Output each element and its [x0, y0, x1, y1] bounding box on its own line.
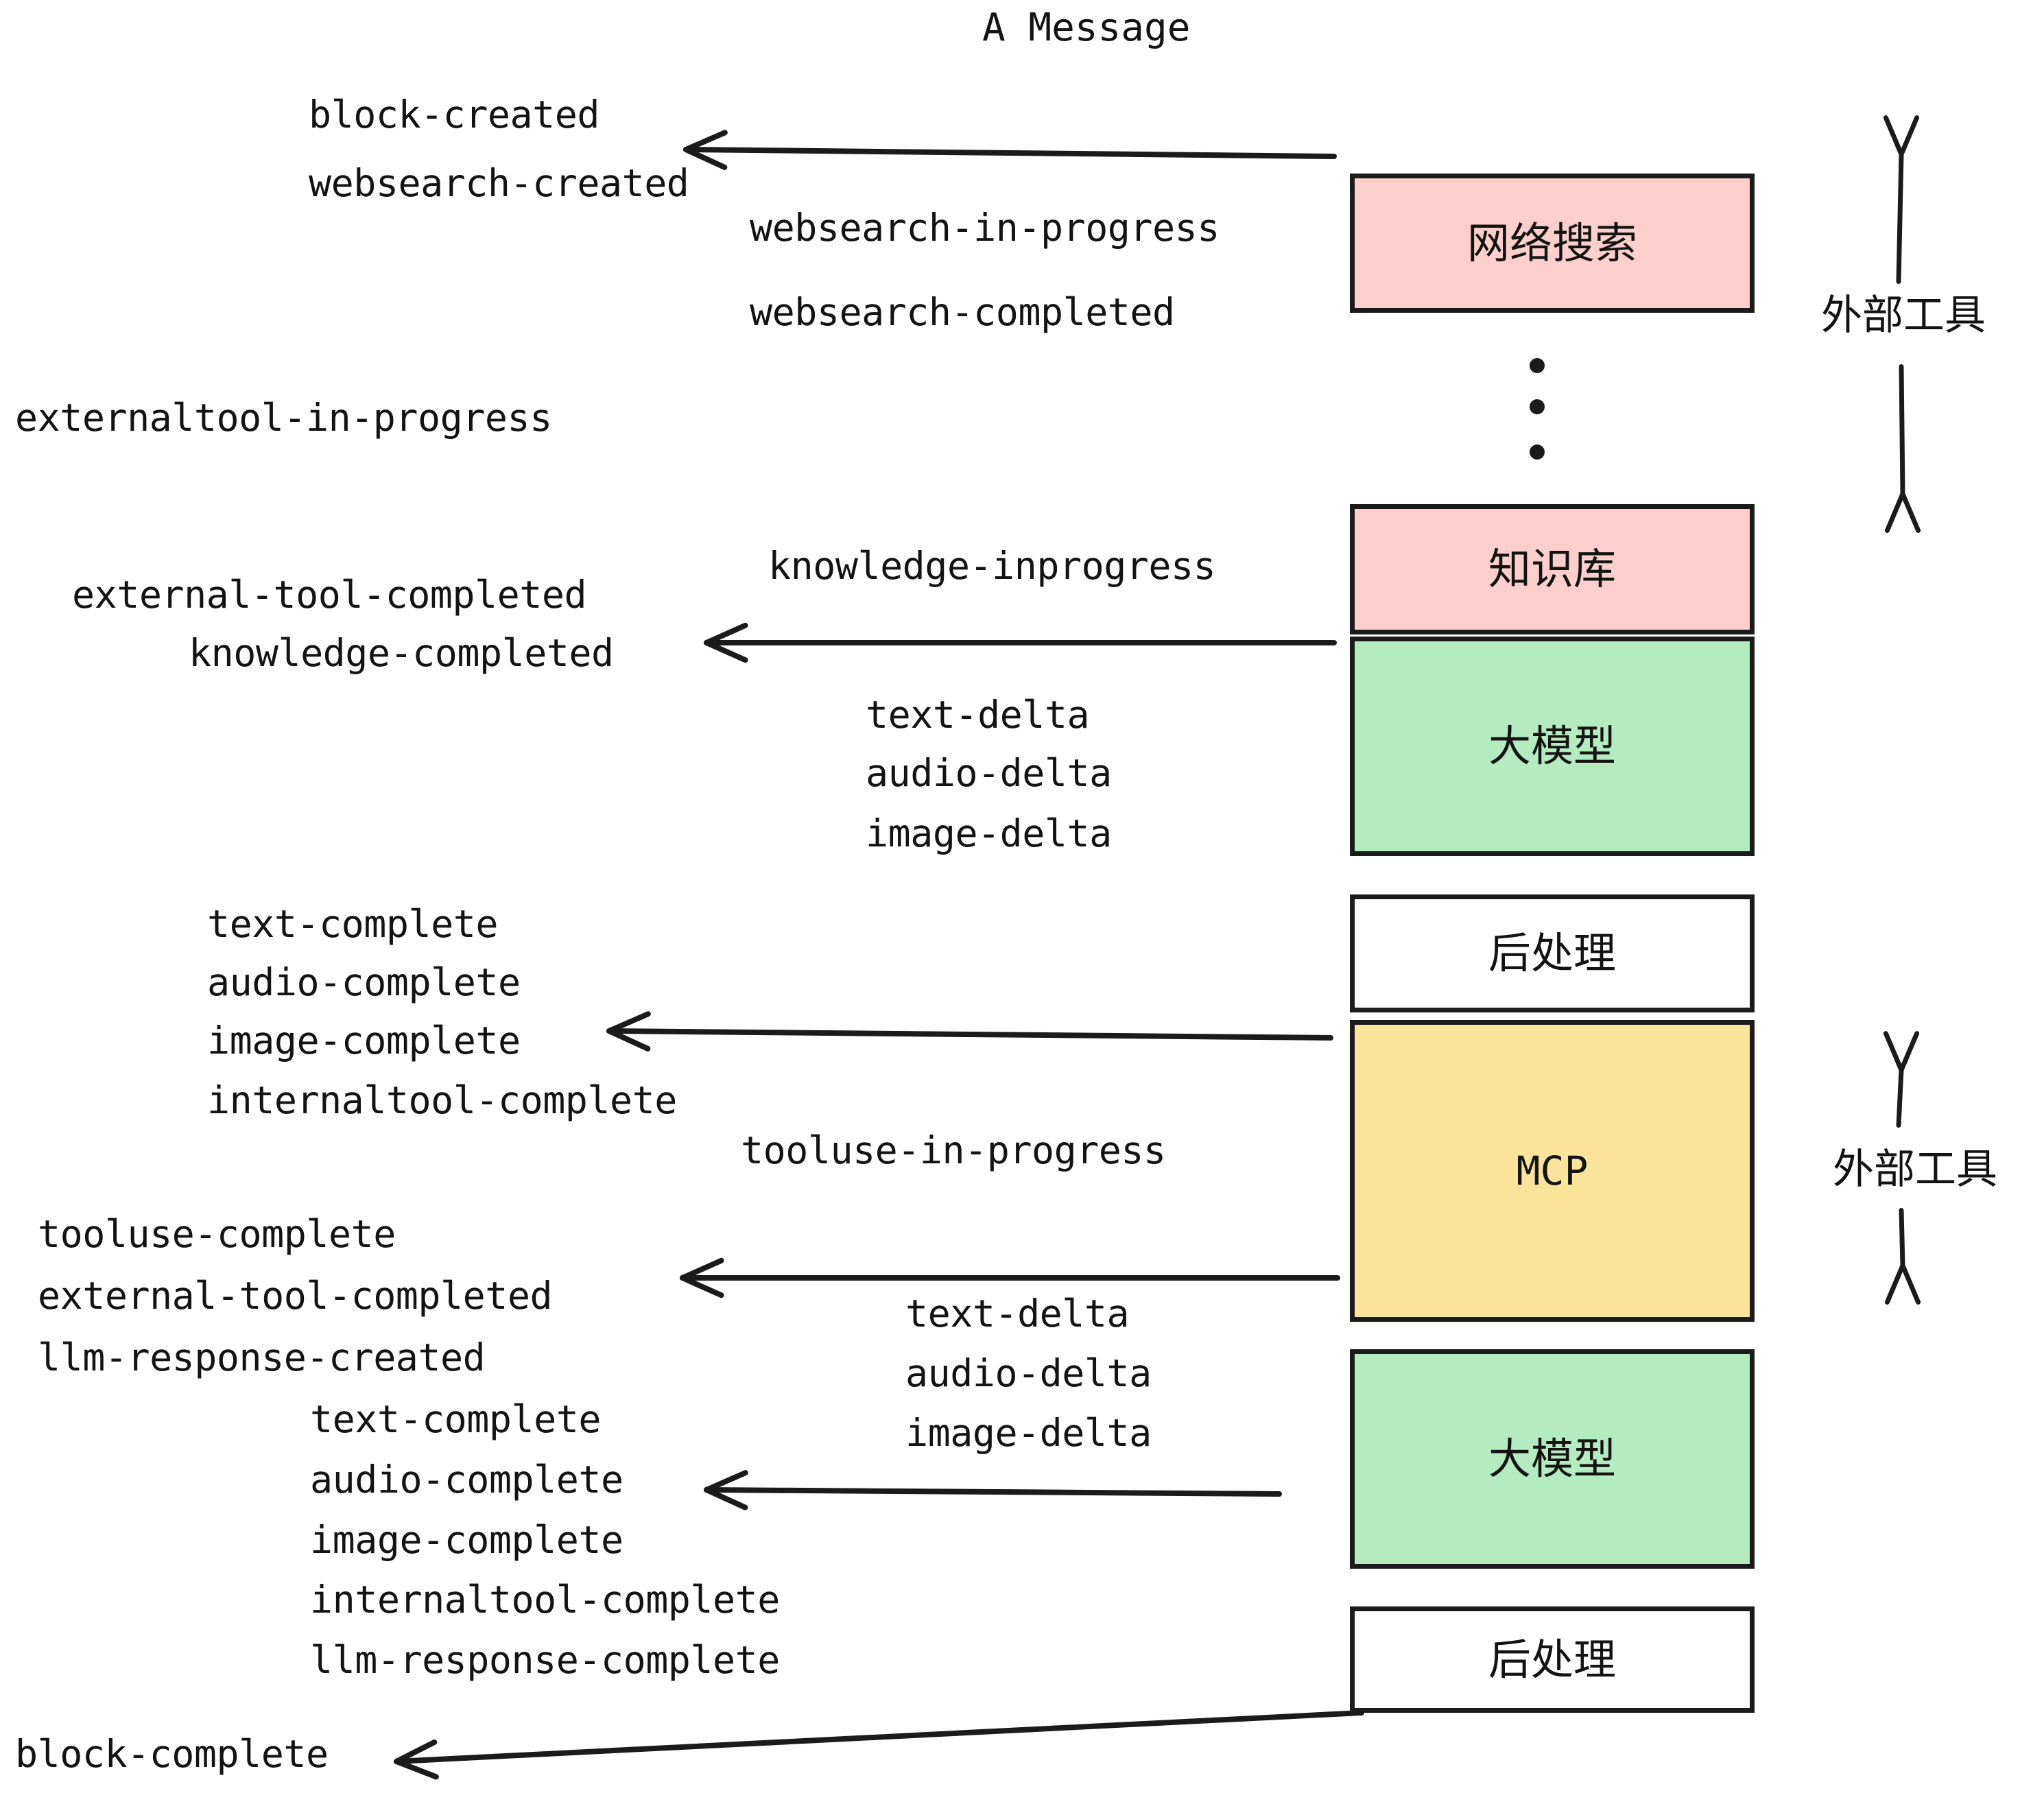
postprocess-box-1-label: 后处理 — [1488, 928, 1616, 978]
event-label-tooluse-complete: tooluse-complete — [38, 1212, 396, 1256]
llm-box-1-label: 大模型 — [1488, 721, 1616, 771]
arrow-knowledge-completed — [704, 622, 1337, 663]
postprocess-box-1[interactable]: 后处理 — [1350, 894, 1755, 1012]
event-label-llm-response-created: llm-response-created — [38, 1336, 486, 1379]
knowledge-box-label: 知识库 — [1488, 544, 1616, 594]
mcp-box-label: MCP — [1516, 1148, 1589, 1194]
event-label-audio-complete-1: audio-complete — [207, 960, 521, 1004]
event-label-internaltool-complete-1: internaltool-complete — [207, 1078, 677, 1122]
event-label-external-tool-completed-1: external-tool-completed — [72, 573, 587, 617]
postprocess-box-2[interactable]: 后处理 — [1350, 1606, 1755, 1713]
event-label-text-delta-1: text-delta — [866, 693, 1090, 737]
event-label-websearch-completed: websearch-completed — [750, 290, 1175, 334]
knowledge-box[interactable]: 知识库 — [1350, 504, 1755, 634]
arrow-image-complete — [606, 1011, 1333, 1052]
arrow-block-created — [683, 130, 1337, 170]
websearch-box[interactable]: 网络搜索 — [1350, 174, 1755, 313]
arrow-block-complete — [394, 1710, 1364, 1780]
llm-box-1[interactable]: 大模型 — [1350, 637, 1755, 856]
event-label-image-delta-1: image-delta — [866, 811, 1112, 855]
page-title: A Message — [982, 5, 1191, 50]
event-label-externaltool-in-progress: externaltool-in-progress — [15, 396, 552, 440]
ellipsis-dot-3 — [1530, 444, 1545, 460]
event-label-audio-complete-2: audio-complete — [310, 1458, 623, 1502]
side-label-external-tool-lower: 外部工具 — [1833, 1146, 1997, 1194]
side-label-external-tool-upper: 外部工具 — [1821, 292, 1986, 340]
llm-box-2-label: 大模型 — [1488, 1434, 1616, 1484]
mcp-box[interactable]: MCP — [1350, 1020, 1755, 1322]
ellipsis-dot-1 — [1530, 358, 1545, 373]
event-label-external-tool-completed-2: external-tool-completed — [38, 1274, 553, 1318]
event-label-tooluse-in-progress: tooluse-in-progress — [741, 1128, 1166, 1172]
event-label-image-complete-1: image-complete — [207, 1019, 521, 1063]
event-label-image-delta-2: image-delta — [905, 1411, 1152, 1455]
event-label-audio-delta-1: audio-delta — [866, 751, 1112, 795]
postprocess-box-2-label: 后处理 — [1488, 1634, 1616, 1685]
event-label-block-complete: block-complete — [15, 1732, 329, 1776]
event-label-image-complete-2: image-complete — [310, 1518, 623, 1562]
event-label-internaltool-complete-2: internaltool-complete — [310, 1578, 780, 1622]
event-label-knowledge-inprogress: knowledge-inprogress — [768, 544, 1216, 588]
llm-box-2[interactable]: 大模型 — [1350, 1349, 1755, 1569]
event-label-text-complete-1: text-complete — [207, 902, 498, 946]
websearch-box-label: 网络搜索 — [1466, 217, 1637, 268]
event-label-knowledge-completed: knowledge-completed — [189, 631, 614, 675]
event-label-audio-delta-2: audio-delta — [905, 1351, 1152, 1395]
ellipsis-dot-2 — [1530, 399, 1545, 414]
event-label-websearch-created: websearch-created — [309, 161, 689, 205]
arrow-tooluse-complete — [680, 1257, 1340, 1298]
arrow-audio-complete — [704, 1470, 1282, 1510]
event-label-websearch-in-progress: websearch-in-progress — [750, 206, 1220, 250]
event-label-block-created: block-created — [309, 93, 599, 137]
event-label-llm-response-complete: llm-response-complete — [310, 1638, 780, 1682]
event-label-text-delta-2: text-delta — [905, 1292, 1130, 1336]
event-label-text-complete-2: text-complete — [310, 1397, 601, 1441]
